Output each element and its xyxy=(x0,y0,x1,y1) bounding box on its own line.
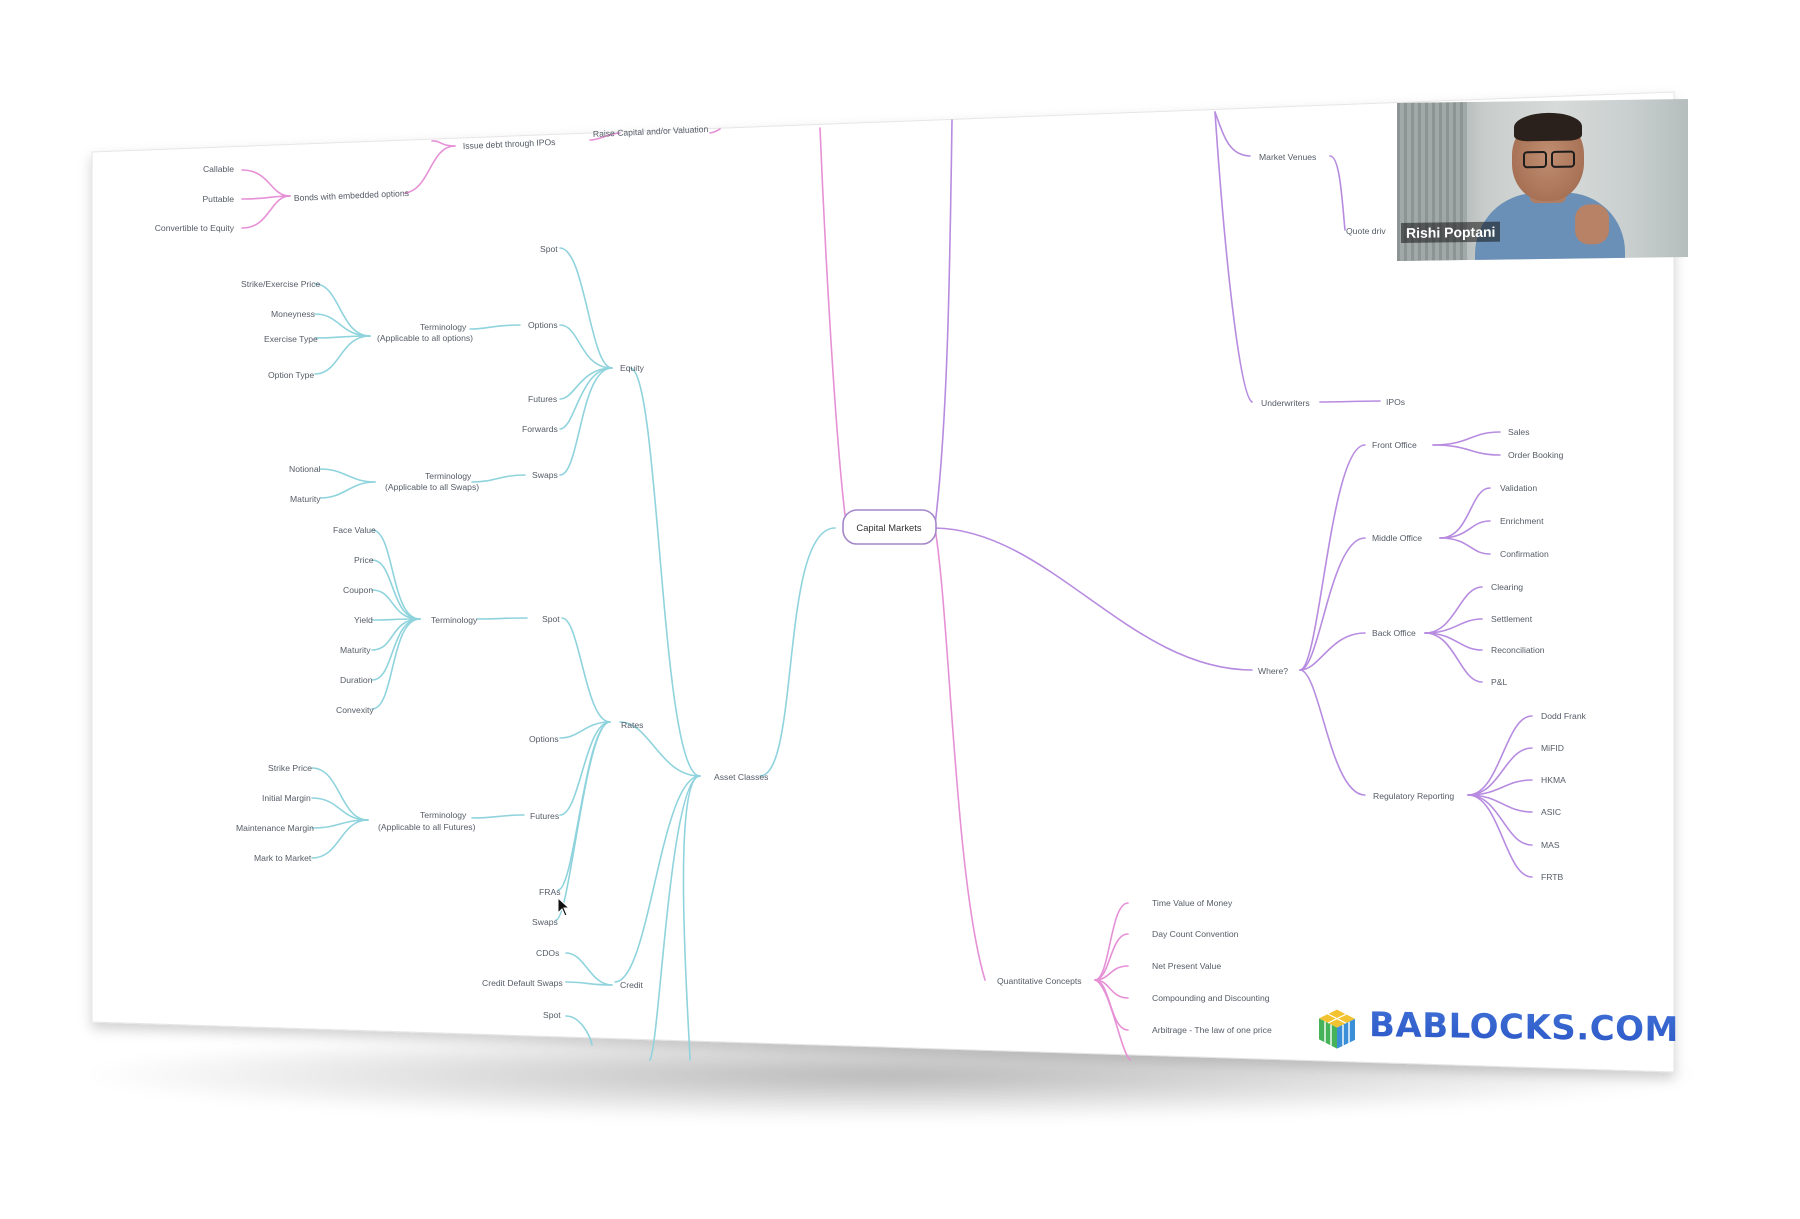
node-swaps-terminology-note[interactable]: (Applicable to all Swaps) xyxy=(385,482,479,492)
node-credit[interactable]: Credit xyxy=(620,980,644,990)
node-asset-classes[interactable]: Asset Classes xyxy=(714,772,768,782)
node-equity-spot[interactable]: Spot xyxy=(540,244,558,254)
node-rates-spot[interactable]: Spot xyxy=(542,614,560,624)
node-rates-swaps[interactable]: Swaps xyxy=(532,917,558,927)
node-net-present-value[interactable]: Net Present Value xyxy=(1152,961,1221,971)
node-reconciliation[interactable]: Reconciliation xyxy=(1491,645,1545,655)
root-node: Capital Markets xyxy=(856,522,921,533)
node-yield[interactable]: Yield xyxy=(354,615,373,625)
video-call-tile[interactable]: Rishi Poptani xyxy=(1397,98,1688,262)
node-arbitrage[interactable]: Arbitrage - The law of one price xyxy=(1152,1025,1272,1035)
node-dodd-frank[interactable]: Dodd Frank xyxy=(1541,711,1587,721)
participant-name: Rishi Poptani xyxy=(1401,221,1501,243)
node-price[interactable]: Price xyxy=(354,555,374,565)
node-rates-futures[interactable]: Futures xyxy=(530,811,559,821)
node-convertible-to-equity[interactable]: Convertible to Equity xyxy=(155,223,235,233)
node-rates-options[interactable]: Options xyxy=(529,734,559,744)
node-swaps-terminology[interactable]: Terminology xyxy=(425,471,472,481)
node-callable[interactable]: Callable xyxy=(203,164,234,174)
node-frtb[interactable]: FRTB xyxy=(1541,872,1564,882)
node-maintenance-margin[interactable]: Maintenance Margin xyxy=(236,823,314,833)
node-mifid[interactable]: MiFID xyxy=(1541,743,1564,753)
node-underwriters[interactable]: Underwriters xyxy=(1261,398,1310,408)
node-swaps-maturity[interactable]: Maturity xyxy=(290,494,321,504)
node-where[interactable]: Where? xyxy=(1258,666,1288,676)
root-node-box xyxy=(842,509,937,545)
participant-hand xyxy=(1575,204,1609,245)
node-quote-driven[interactable]: Quote driv xyxy=(1346,226,1386,236)
node-equity-swaps[interactable]: Swaps xyxy=(532,470,558,480)
node-initial-margin[interactable]: Initial Margin xyxy=(262,793,311,803)
node-equity-forwards[interactable]: Forwards xyxy=(522,424,558,434)
mouse-cursor-icon xyxy=(557,897,571,917)
node-regulatory-reporting[interactable]: Regulatory Reporting xyxy=(1373,791,1454,801)
node-issue-debt[interactable]: Issue debt through IPOs xyxy=(463,137,556,151)
brand-watermark: BABLOCKS.COM xyxy=(1315,1002,1679,1057)
node-asic[interactable]: ASIC xyxy=(1541,807,1561,817)
node-futures-terminology[interactable]: Terminology xyxy=(420,810,467,820)
node-mark-to-market[interactable]: Mark to Market xyxy=(254,853,312,863)
node-futures-terminology-note[interactable]: (Applicable to all Futures) xyxy=(378,822,476,832)
node-quantitative-concepts[interactable]: Quantitative Concepts xyxy=(997,976,1082,986)
node-fras[interactable]: FRAs xyxy=(539,887,560,897)
screen-surface xyxy=(91,91,1675,1073)
node-convexity[interactable]: Convexity xyxy=(336,705,374,715)
node-validation[interactable]: Validation xyxy=(1500,483,1537,493)
node-time-value-of-money[interactable]: Time Value of Money xyxy=(1152,898,1233,908)
node-puttable[interactable]: Puttable xyxy=(202,194,234,204)
node-strike-exercise-price[interactable]: Strike/Exercise Price xyxy=(241,279,320,289)
node-back-office[interactable]: Back Office xyxy=(1372,628,1416,638)
node-moneyness[interactable]: Moneyness xyxy=(271,309,315,319)
node-settlement[interactable]: Settlement xyxy=(1491,614,1533,624)
node-cdos[interactable]: CDOs xyxy=(536,948,559,958)
node-option-type[interactable]: Option Type xyxy=(268,370,314,380)
brand-text: BABLOCKS.COM xyxy=(1369,1005,1679,1051)
node-face-value[interactable]: Face Value xyxy=(333,525,376,535)
node-exercise-type[interactable]: Exercise Type xyxy=(264,334,318,344)
node-options-terminology-note[interactable]: (Applicable to all options) xyxy=(377,333,473,343)
glasses-icon xyxy=(1523,150,1575,169)
node-rates-maturity[interactable]: Maturity xyxy=(340,645,371,655)
node-options-terminology[interactable]: Terminology xyxy=(420,322,467,332)
node-middle-office[interactable]: Middle Office xyxy=(1372,533,1422,543)
node-rates[interactable]: Rates xyxy=(621,720,643,730)
node-sales[interactable]: Sales xyxy=(1508,427,1530,437)
node-duration[interactable]: Duration xyxy=(340,675,373,685)
node-market-venues[interactable]: Market Venues xyxy=(1259,152,1316,162)
node-day-count-convention[interactable]: Day Count Convention xyxy=(1152,929,1239,939)
node-strike-price[interactable]: Strike Price xyxy=(268,763,312,773)
node-equity[interactable]: Equity xyxy=(620,363,645,373)
node-notional[interactable]: Notional xyxy=(289,464,321,474)
node-compounding-discounting[interactable]: Compounding and Discounting xyxy=(1152,993,1270,1003)
node-order-booking[interactable]: Order Booking xyxy=(1508,450,1564,460)
node-enrichment[interactable]: Enrichment xyxy=(1500,516,1544,526)
node-equity-futures[interactable]: Futures xyxy=(528,394,557,404)
node-front-office[interactable]: Front Office xyxy=(1372,440,1417,450)
node-spot-terminology[interactable]: Terminology xyxy=(431,615,478,625)
node-pnl[interactable]: P&L xyxy=(1491,677,1507,687)
node-bottom-spot[interactable]: Spot xyxy=(543,1010,561,1020)
node-clearing[interactable]: Clearing xyxy=(1491,582,1523,592)
participant-hair xyxy=(1514,112,1582,142)
node-credit-default-swaps[interactable]: Credit Default Swaps xyxy=(482,978,563,988)
node-coupon[interactable]: Coupon xyxy=(343,585,373,595)
node-mas[interactable]: MAS xyxy=(1541,840,1560,850)
node-hkma[interactable]: HKMA xyxy=(1541,775,1566,785)
node-confirmation[interactable]: Confirmation xyxy=(1500,549,1549,559)
node-equity-options[interactable]: Options xyxy=(528,320,558,330)
node-ipos[interactable]: IPOs xyxy=(1386,397,1405,407)
cube-logo-icon xyxy=(1319,1009,1355,1049)
